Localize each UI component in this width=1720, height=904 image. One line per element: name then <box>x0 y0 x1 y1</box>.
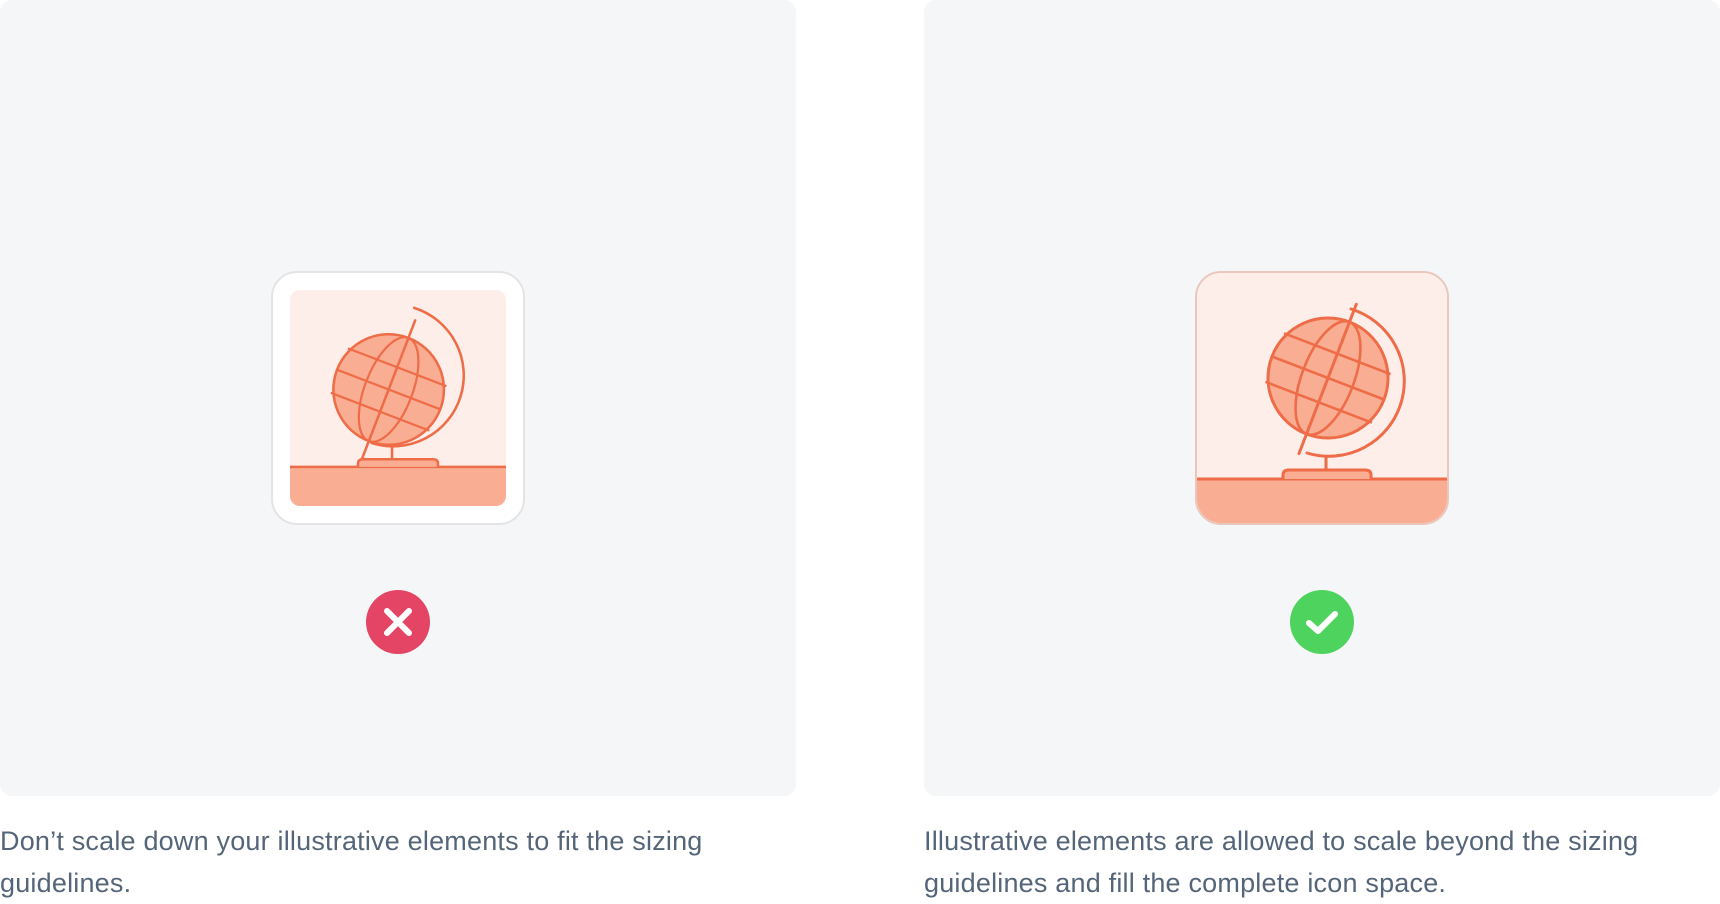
do-example-panel <box>924 0 1720 796</box>
globe-icon <box>1197 273 1447 523</box>
dont-caption: Don’t scale down your illustrative eleme… <box>0 826 703 898</box>
do-caption: Illustrative elements are allowed to sca… <box>924 826 1639 898</box>
globe-icon <box>290 290 506 506</box>
checkmark-icon <box>1290 590 1354 654</box>
app-icon-scaled-down <box>271 271 525 525</box>
dont-example-panel <box>0 0 796 796</box>
app-icon-full-bleed <box>1195 271 1449 525</box>
x-mark-icon <box>366 590 430 654</box>
